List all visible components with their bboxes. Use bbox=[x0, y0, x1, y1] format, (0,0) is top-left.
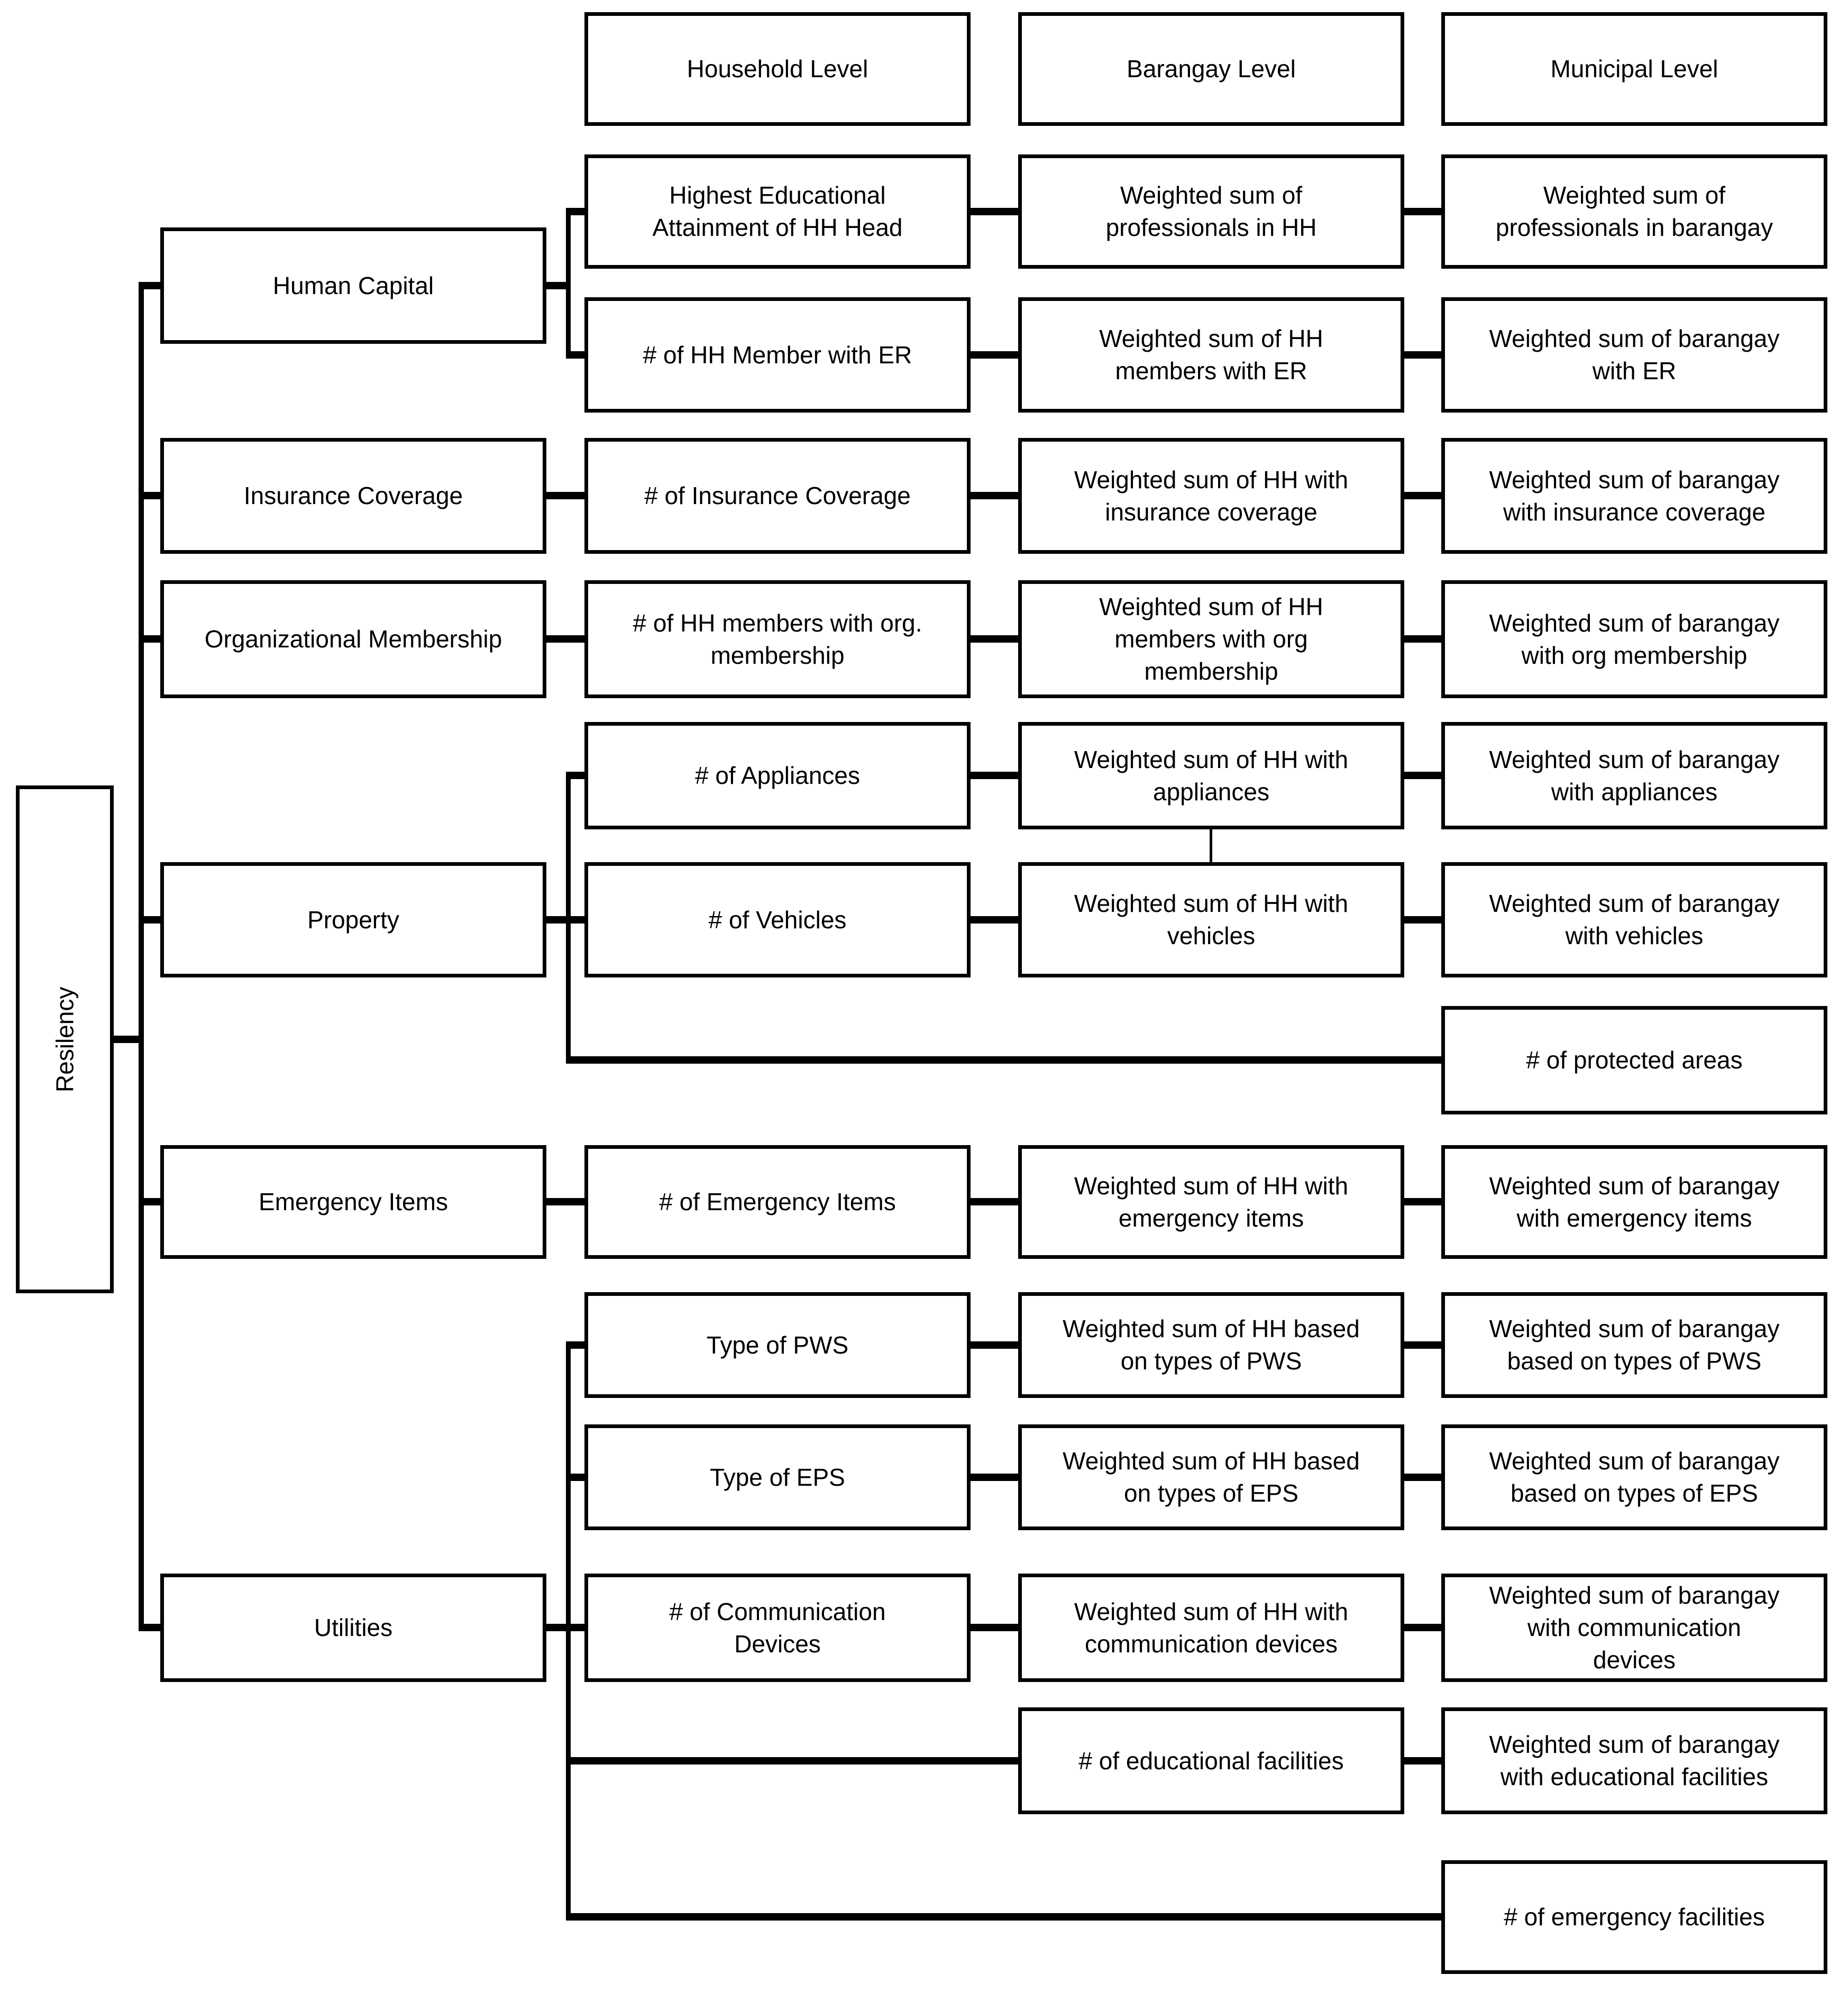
household-box-insurance-coverage: # of Insurance Coverage bbox=[584, 438, 971, 554]
category-box-insurance-coverage: Insurance Coverage bbox=[160, 438, 546, 554]
household-box-vehicles: # of Vehicles bbox=[584, 862, 971, 977]
barangay-box-professionals: Weighted sum of professionals in HH bbox=[1018, 154, 1404, 269]
barangay-box-vehicles: Weighted sum of HH with vehicles bbox=[1018, 862, 1404, 977]
category-box-organizational-membership: Organizational Membership bbox=[160, 580, 546, 698]
connector-line bbox=[114, 1036, 143, 1043]
municipal-box-emergency-items: Weighted sum of barangay with emergency … bbox=[1441, 1145, 1827, 1259]
connector-line bbox=[971, 492, 1018, 499]
trunk-line bbox=[139, 282, 144, 1631]
header-municipal-level: Municipal Level bbox=[1441, 12, 1827, 126]
connector-line bbox=[139, 1198, 160, 1205]
connector-line bbox=[546, 1198, 584, 1205]
barangay-box-educational-facilities: # of educational facilities bbox=[1018, 1707, 1404, 1814]
municipal-box-protected-areas: # of protected areas bbox=[1441, 1006, 1827, 1114]
connector-line bbox=[546, 492, 584, 499]
municipal-box-types-of-pws: Weighted sum of barangay based on types … bbox=[1441, 1292, 1827, 1398]
connector-line bbox=[566, 208, 571, 359]
connector-line bbox=[139, 1624, 160, 1631]
connector-line bbox=[1404, 208, 1441, 215]
connector-line bbox=[566, 208, 584, 215]
connector-line bbox=[1404, 916, 1441, 924]
connector-line bbox=[566, 1913, 1441, 1921]
barangay-box-emergency-items: Weighted sum of HH with emergency items bbox=[1018, 1145, 1404, 1259]
root-label: Resilency bbox=[51, 986, 79, 1092]
category-box-property: Property bbox=[160, 862, 546, 977]
connector-line bbox=[1404, 772, 1441, 779]
connector-line bbox=[1404, 635, 1441, 643]
category-box-utilities: Utilities bbox=[160, 1574, 546, 1682]
connector-line bbox=[139, 282, 160, 289]
municipal-box-types-of-eps: Weighted sum of barangay based on types … bbox=[1441, 1424, 1827, 1530]
connector-line bbox=[139, 635, 160, 643]
municipal-box-appliances: Weighted sum of barangay with appliances bbox=[1441, 722, 1827, 829]
barangay-box-insurance-coverage: Weighted sum of HH with insurance covera… bbox=[1018, 438, 1404, 554]
barangay-box-org-membership: Weighted sum of HH members with org memb… bbox=[1018, 580, 1404, 698]
municipal-box-vehicles: Weighted sum of barangay with vehicles bbox=[1441, 862, 1827, 977]
household-box-communication-devices: # of Communication Devices bbox=[584, 1574, 971, 1682]
connector-line bbox=[566, 772, 571, 1064]
municipal-box-org-membership: Weighted sum of barangay with org member… bbox=[1441, 580, 1827, 698]
connector-line bbox=[1404, 1624, 1441, 1631]
connector-line bbox=[971, 351, 1018, 359]
municipal-box-professionals: Weighted sum of professionals in baranga… bbox=[1441, 154, 1827, 269]
connector-line bbox=[566, 772, 584, 779]
household-box-org-membership: # of HH members with org. membership bbox=[584, 580, 971, 698]
connector-line bbox=[971, 1474, 1018, 1481]
connector-line bbox=[971, 1624, 1018, 1631]
connector-line bbox=[971, 1198, 1018, 1205]
connector-line bbox=[971, 635, 1018, 643]
connector-line bbox=[566, 1341, 571, 1921]
municipal-box-educational-facilities: Weighted sum of barangay with educationa… bbox=[1441, 1707, 1827, 1814]
connector-line bbox=[546, 1624, 584, 1631]
header-household-level: Household Level bbox=[584, 12, 971, 126]
header-barangay-level: Barangay Level bbox=[1018, 12, 1404, 126]
barangay-box-appliances: Weighted sum of HH with appliances bbox=[1018, 722, 1404, 829]
connector-line bbox=[566, 351, 584, 359]
household-box-appliances: # of Appliances bbox=[584, 722, 971, 829]
connector-line bbox=[971, 208, 1018, 215]
connector-line bbox=[971, 1341, 1018, 1349]
connector-line bbox=[546, 282, 571, 289]
connector-line bbox=[139, 916, 160, 924]
connector-line bbox=[139, 492, 160, 499]
category-box-emergency-items: Emergency Items bbox=[160, 1145, 546, 1259]
barangay-box-types-of-pws: Weighted sum of HH based on types of PWS bbox=[1018, 1292, 1404, 1398]
connector-line bbox=[971, 772, 1018, 779]
connector-line bbox=[1404, 351, 1441, 359]
connector-line bbox=[546, 916, 584, 924]
municipal-box-insurance-coverage: Weighted sum of barangay with insurance … bbox=[1441, 438, 1827, 554]
connector-line bbox=[566, 1757, 1018, 1765]
household-box-hh-member-with-er: # of HH Member with ER bbox=[584, 297, 971, 413]
connector-line bbox=[566, 1474, 584, 1481]
connector-line bbox=[1404, 1341, 1441, 1349]
household-box-emergency-items: # of Emergency Items bbox=[584, 1145, 971, 1259]
municipal-box-communication-devices: Weighted sum of barangay with communicat… bbox=[1441, 1574, 1827, 1682]
connector-line bbox=[566, 1341, 584, 1349]
barangay-box-communication-devices: Weighted sum of HH with communication de… bbox=[1018, 1574, 1404, 1682]
household-box-highest-educational-attainment: Highest Educational Attainment of HH Hea… bbox=[584, 154, 971, 269]
connector-line bbox=[1404, 1198, 1441, 1205]
connector-line bbox=[1404, 492, 1441, 499]
category-box-human-capital: Human Capital bbox=[160, 227, 546, 344]
root-box-resilency: Resilency bbox=[16, 785, 114, 1293]
connector-line bbox=[1404, 1757, 1441, 1765]
municipal-box-with-er: Weighted sum of barangay with ER bbox=[1441, 297, 1827, 413]
municipal-box-emergency-facilities: # of emergency facilities bbox=[1441, 1860, 1827, 1974]
connector-line bbox=[971, 916, 1018, 924]
connector-line bbox=[1404, 1474, 1441, 1481]
barangay-box-types-of-eps: Weighted sum of HH based on types of EPS bbox=[1018, 1424, 1404, 1530]
household-box-type-of-pws: Type of PWS bbox=[584, 1292, 971, 1398]
household-box-type-of-eps: Type of EPS bbox=[584, 1424, 971, 1530]
connector-line bbox=[566, 1056, 1441, 1064]
connector-line bbox=[546, 635, 584, 643]
connector-line bbox=[1210, 829, 1212, 862]
barangay-box-members-with-er: Weighted sum of HH members with ER bbox=[1018, 297, 1404, 413]
